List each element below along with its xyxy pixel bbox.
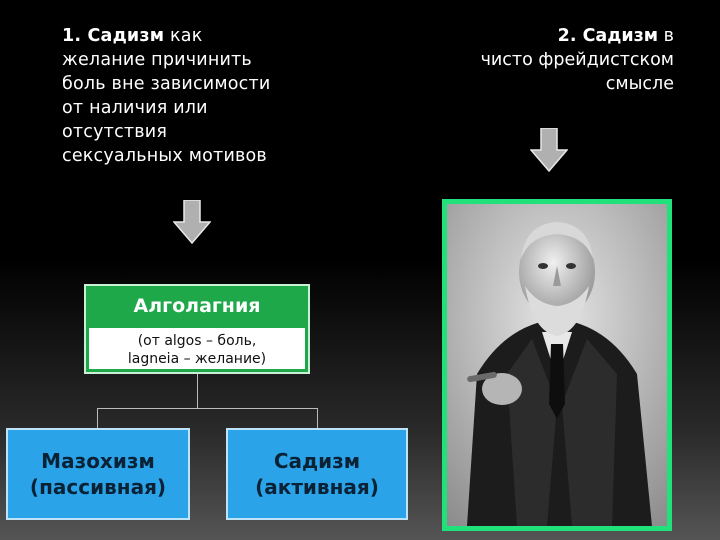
sadism-title: Садизм (273, 449, 361, 473)
down-arrow-icon (173, 200, 211, 244)
connector-horizontal (97, 408, 318, 409)
right-heading-text: 2. Садизм в чисто фрейдистском смысле (414, 24, 674, 96)
down-arrow-icon (530, 128, 568, 172)
connector-left-drop (97, 408, 98, 428)
left-line-1: 1. Садизм как (62, 24, 322, 48)
sadism-subtitle: (активная) (255, 475, 379, 499)
right-line-1: 2. Садизм в (414, 24, 674, 48)
left-title-rest: как (164, 26, 203, 46)
left-heading-text: 1. Садизм как желание причинить боль вне… (62, 24, 322, 168)
left-line-6: сексуальных мотивов (62, 146, 267, 166)
masochism-subtitle: (пассивная) (29, 475, 167, 499)
right-title-bold: 2. Садизм (557, 26, 659, 46)
freud-portrait (442, 199, 672, 531)
sadism-box: Садизм (активная) (226, 428, 408, 520)
left-title-bold: 1. Садизм (62, 26, 165, 46)
portrait-image (447, 204, 667, 526)
right-line-3: смысле (605, 74, 674, 94)
algolagnia-box: Алголагния (от algos – боль, lagneia – ж… (84, 284, 310, 374)
right-title-rest: в (658, 26, 674, 46)
connector-vertical (197, 374, 198, 408)
algolagnia-title: Алголагния (133, 295, 261, 317)
masochism-title: Мазохизм (41, 449, 155, 473)
algolagnia-subtitle: (от algos – боль, lagneia – желание) (89, 328, 305, 369)
right-line-2: чисто фрейдистском (480, 50, 674, 70)
left-line-4: от наличия или (62, 98, 208, 118)
left-line-2: желание причинить (62, 50, 252, 70)
left-line-3: боль вне зависимости (62, 74, 271, 94)
masochism-box: Мазохизм (пассивная) (6, 428, 190, 520)
algolagnia-subtitle-line-2: lagneia – желание) (127, 351, 267, 367)
left-line-5: отсутствия (62, 122, 168, 142)
connector-right-drop (317, 408, 318, 428)
algolagnia-subtitle-line-1: (от algos – боль, (137, 333, 257, 349)
